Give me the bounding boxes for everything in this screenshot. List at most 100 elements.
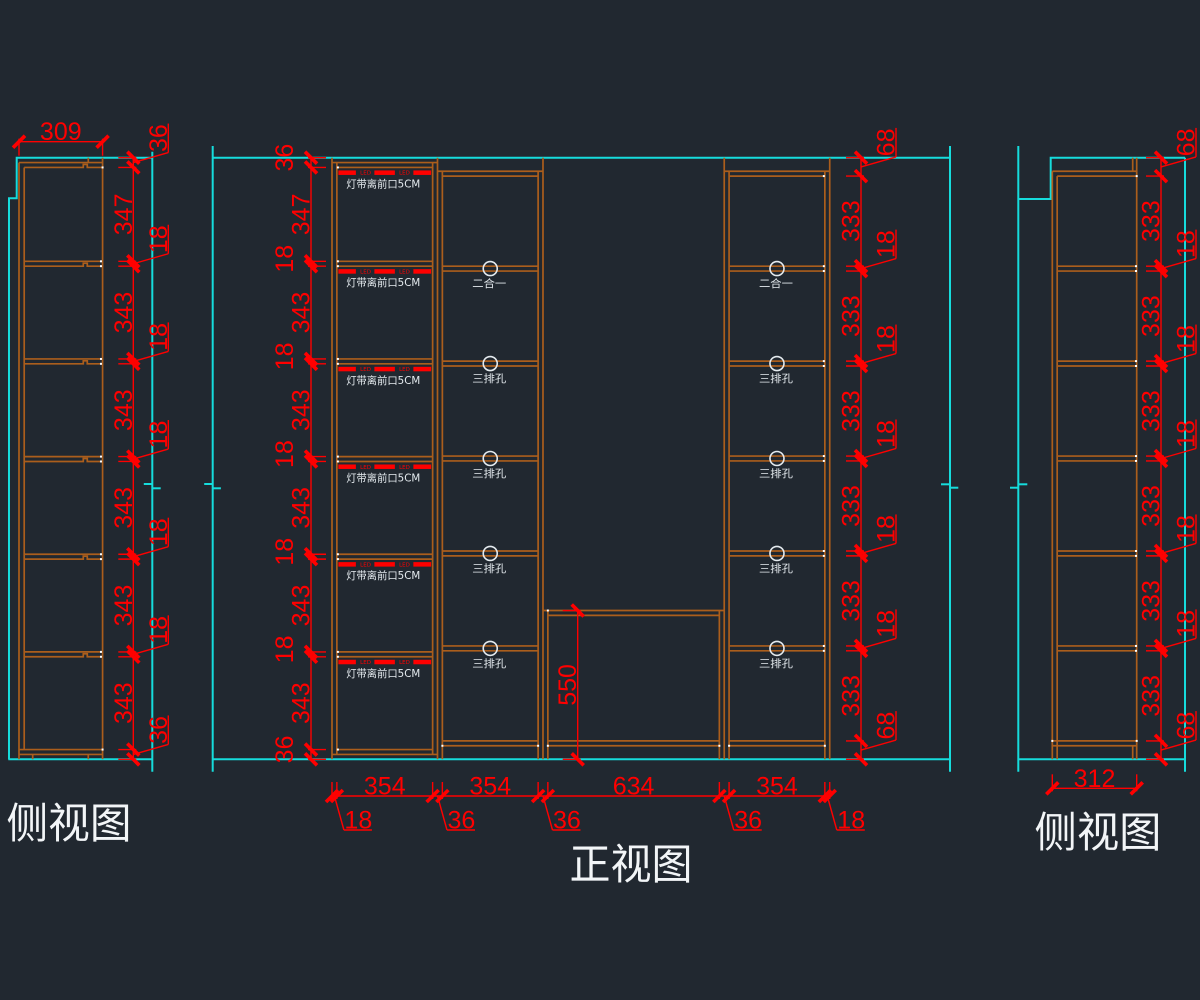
dimension-tick bbox=[1153, 258, 1169, 274]
dimension-tick bbox=[853, 258, 869, 274]
dimension-value: 347 bbox=[288, 194, 316, 236]
grip-marker bbox=[1135, 175, 1138, 178]
dimension-value: 309 bbox=[40, 118, 82, 146]
leader-line bbox=[1160, 739, 1197, 751]
grip-marker bbox=[1135, 455, 1137, 458]
dimension-tick bbox=[303, 254, 319, 269]
hole-marker: 三排孔 bbox=[759, 355, 794, 385]
dimension-tick bbox=[303, 454, 319, 469]
led-strip-bar bbox=[374, 464, 395, 469]
dimension-tick bbox=[303, 356, 319, 372]
dimension-tick bbox=[126, 356, 141, 372]
dimension-value: 68 bbox=[873, 128, 901, 156]
led-strip-note: 灯带离前口5CM bbox=[346, 471, 420, 484]
dimension-value: 18 bbox=[1173, 515, 1200, 543]
leader-line bbox=[133, 151, 169, 164]
grip-marker bbox=[1135, 360, 1137, 363]
cabinet-shelf bbox=[1057, 550, 1137, 557]
grip-marker bbox=[336, 650, 339, 653]
dimension-tick bbox=[303, 649, 319, 665]
dimension-value: 18 bbox=[271, 440, 299, 468]
led-tag: LED bbox=[360, 562, 371, 568]
led-strip-bar bbox=[413, 170, 432, 175]
leader-line bbox=[860, 352, 897, 365]
grip-marker bbox=[1135, 364, 1137, 367]
dimension-value: 36 bbox=[734, 807, 762, 835]
cabinet-shelf bbox=[336, 553, 433, 561]
dimension-tick bbox=[1153, 752, 1169, 767]
dimension-value: 18 bbox=[1173, 610, 1200, 638]
hole-marker-label: 三排孔 bbox=[759, 372, 794, 385]
dimension-tick bbox=[1153, 643, 1169, 659]
dimension-tick bbox=[126, 546, 141, 562]
led-tag: LED bbox=[360, 660, 371, 666]
led-strip-bar bbox=[338, 170, 356, 175]
dimension-value: 333 bbox=[1138, 485, 1166, 527]
led-tag: LED bbox=[360, 171, 371, 177]
dimension-value: 18 bbox=[145, 323, 173, 351]
grip-marker bbox=[822, 364, 825, 367]
drill-hole-circle bbox=[482, 640, 499, 657]
grip-marker bbox=[99, 362, 102, 365]
dimension-value: 18 bbox=[1173, 325, 1200, 353]
dimension-value: 18 bbox=[873, 610, 901, 638]
dimension-tick bbox=[853, 448, 869, 464]
side-cabinet bbox=[18, 157, 104, 760]
grip-marker bbox=[99, 265, 102, 268]
dimension-value: 354 bbox=[364, 773, 406, 801]
dimension-value: 18 bbox=[145, 421, 173, 449]
dimension-tick bbox=[853, 358, 869, 374]
grip-marker bbox=[101, 166, 104, 169]
leader-line bbox=[133, 643, 169, 656]
dimension-tick bbox=[303, 160, 319, 175]
grip-marker bbox=[336, 655, 339, 658]
grip-marker bbox=[336, 455, 339, 458]
hole-marker-label: 二合一 bbox=[472, 277, 507, 290]
dimension-tick bbox=[126, 551, 141, 567]
grip-marker bbox=[822, 554, 825, 557]
led-strip-bar bbox=[338, 269, 356, 274]
grip-marker bbox=[822, 360, 825, 363]
cabinet-shelf bbox=[729, 265, 825, 273]
dimension-tick bbox=[303, 742, 319, 757]
dimension-tick bbox=[126, 454, 141, 469]
led-strip-bar bbox=[338, 659, 356, 665]
leader-line bbox=[133, 546, 169, 558]
grip-marker bbox=[441, 744, 444, 747]
grip-marker bbox=[336, 362, 339, 365]
dimension-value: 68 bbox=[873, 712, 901, 740]
dimension-value: 18 bbox=[1173, 420, 1200, 448]
grip-marker bbox=[1135, 270, 1137, 273]
dimension-tick bbox=[712, 788, 727, 804]
hole-marker-label: 三排孔 bbox=[472, 372, 507, 385]
dimension-tick bbox=[126, 644, 141, 660]
front-view-outline bbox=[204, 146, 959, 772]
led-tag: LED bbox=[399, 465, 410, 471]
leader-line bbox=[1160, 542, 1197, 555]
hole-marker: 三排孔 bbox=[472, 545, 507, 575]
leader-line bbox=[133, 743, 169, 756]
dimension-tick bbox=[1153, 263, 1169, 279]
side-cabinet bbox=[1051, 157, 1138, 760]
cabinet-top-panel bbox=[24, 163, 103, 169]
dimension-value: 333 bbox=[838, 485, 866, 527]
dimension-value: 354 bbox=[756, 773, 798, 801]
hole-marker-label: 三排孔 bbox=[472, 562, 507, 575]
cabinet-shelf bbox=[1057, 265, 1137, 273]
cabinet-shelf bbox=[1057, 644, 1137, 652]
leader-line bbox=[1160, 352, 1197, 365]
dimension-tick bbox=[853, 150, 869, 165]
led-tag: LED bbox=[360, 269, 371, 275]
dimension-tick bbox=[126, 254, 141, 269]
led-strip-bar bbox=[374, 170, 395, 175]
grip-marker bbox=[99, 357, 102, 360]
grip-marker bbox=[1135, 644, 1137, 647]
cabinet-shelf bbox=[729, 550, 825, 557]
